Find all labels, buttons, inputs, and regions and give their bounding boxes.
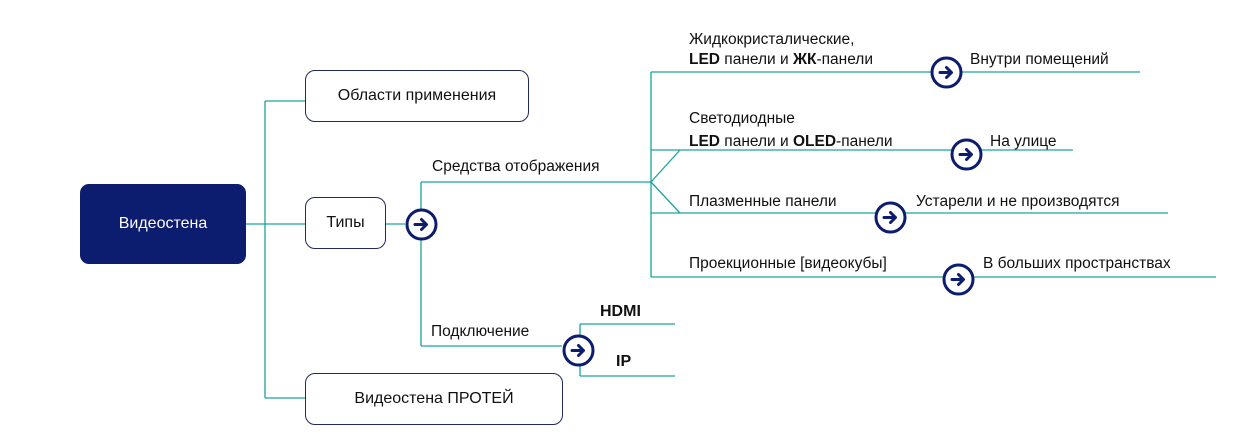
display-item-projection: Проекционные [видеокубы] [689,255,887,272]
display-item-led-tail: -панели [836,133,893,150]
arrow-right-circle-icon[interactable] [942,263,975,296]
arrow-right-circle-icon[interactable] [405,208,438,241]
root-node-label: Видеостена [118,215,208,232]
display-item-lcd-mid: панели и [720,51,793,68]
display-item-led-bold-oled: OLED [792,133,837,150]
arrow-right-circle-icon[interactable] [562,334,595,367]
arrow-right-circle-icon[interactable] [930,56,963,89]
display-item-lcd-line1: Жидкокристалические, [689,31,855,48]
display-result-outdoor: На улице [990,133,1057,150]
branch-node-types-label: Типы [326,214,365,231]
branch-node-proteus-label: Видеостена ПРОТЕЙ [354,390,514,407]
display-result-indoor: Внутри помещений [970,51,1109,68]
types-connection-label: Подключение [431,323,530,340]
display-item-led-line1: Светодиодные [689,110,795,127]
display-item-led-line2: LED панели и OLED-панели [689,133,893,151]
branch-node-areas-label: Области применения [337,87,497,104]
display-item-lcd-bold-led: LED [689,51,720,68]
display-result-obsolete: Устарели и не производятся [916,193,1120,210]
types-display-label: Средства отображения [432,158,600,175]
branch-node-areas[interactable]: Области применения [305,70,529,122]
display-item-led-mid: панели и [720,133,793,150]
connection-item-ip: IP [616,353,632,370]
arrow-right-circle-icon[interactable] [874,201,907,234]
root-node-videowall[interactable]: Видеостена [80,184,246,264]
display-item-plasma: Плазменные панели [689,193,837,210]
connection-item-hdmi: HDMI [600,303,641,320]
branch-node-types[interactable]: Типы [305,197,386,249]
display-item-led-bold-led: LED [689,133,720,150]
arrow-right-circle-icon[interactable] [950,138,983,171]
display-item-lcd-bold-lc: ЖК [792,51,817,68]
display-item-lcd-tail: -панели [816,51,873,68]
display-result-large-spaces: В больших пространствах [983,255,1171,272]
display-item-lcd-line2: LED панели и ЖК-панели [689,51,873,69]
branch-node-proteus[interactable]: Видеостена ПРОТЕЙ [305,373,563,425]
